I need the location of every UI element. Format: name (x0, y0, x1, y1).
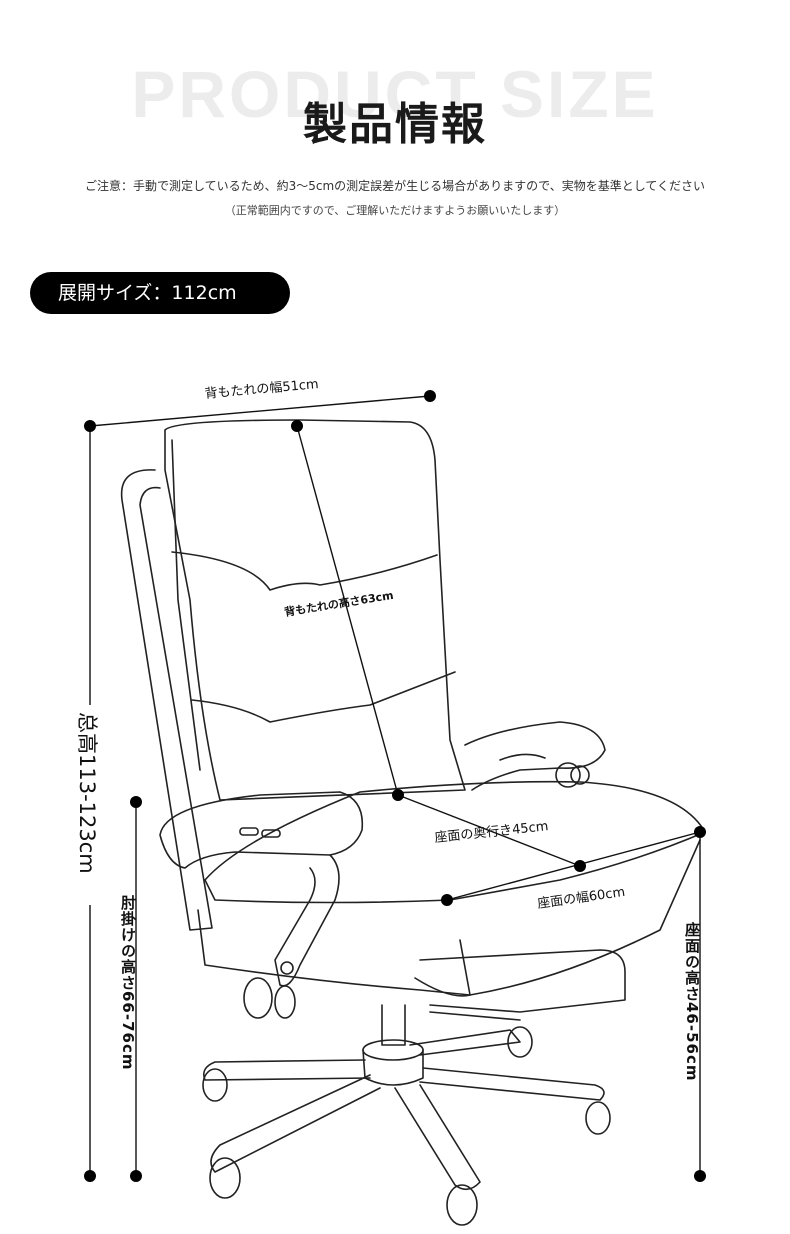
seat-width-line (446, 831, 701, 901)
endpoint-dot (441, 894, 453, 906)
expanded-size-badge: 展開サイズ：112cm (30, 272, 290, 314)
seat-depth-label: 座面の奥行き45cm (434, 819, 549, 846)
endpoint-dot (130, 796, 142, 808)
chair-illustration (120, 419, 706, 1226)
notice-subtext: （正常範囲内ですので、ご理解いただけますようお願いいたします） (224, 204, 566, 217)
endpoint-dot (130, 1170, 142, 1182)
backrest-width-label: 背もたれの幅51cm (204, 377, 319, 402)
total-height-label: 总高113-123cm (75, 712, 99, 874)
backrest-height-label: 背もたれの高さ63cm (283, 588, 394, 619)
watermark-heading: PRODUCT SIZE (131, 57, 659, 131)
armrest-height-label: 肘掛けの高さ66-76cm (119, 895, 137, 1071)
seat-width-label: 座面の幅60cm (536, 885, 626, 912)
page-title: 製品情報 (303, 99, 487, 150)
endpoint-dot (291, 420, 303, 432)
endpoint-dot (694, 1170, 706, 1182)
backrest-width-line (89, 395, 431, 427)
seat-depth-line (397, 794, 581, 867)
endpoint-dot (694, 826, 706, 838)
endpoint-dot (84, 1170, 96, 1182)
endpoint-dot (574, 860, 586, 872)
seat-height-label: 座面の高さ46-56cm (683, 921, 701, 1081)
endpoint-dot (424, 390, 436, 402)
endpoint-dot (84, 420, 96, 432)
endpoint-dot (392, 789, 404, 801)
notice-text: ご注意：手動で測定しているため、約3〜5cmの測定誤差が生じる場合がありますので… (84, 179, 705, 193)
backrest-height-line (296, 425, 399, 796)
